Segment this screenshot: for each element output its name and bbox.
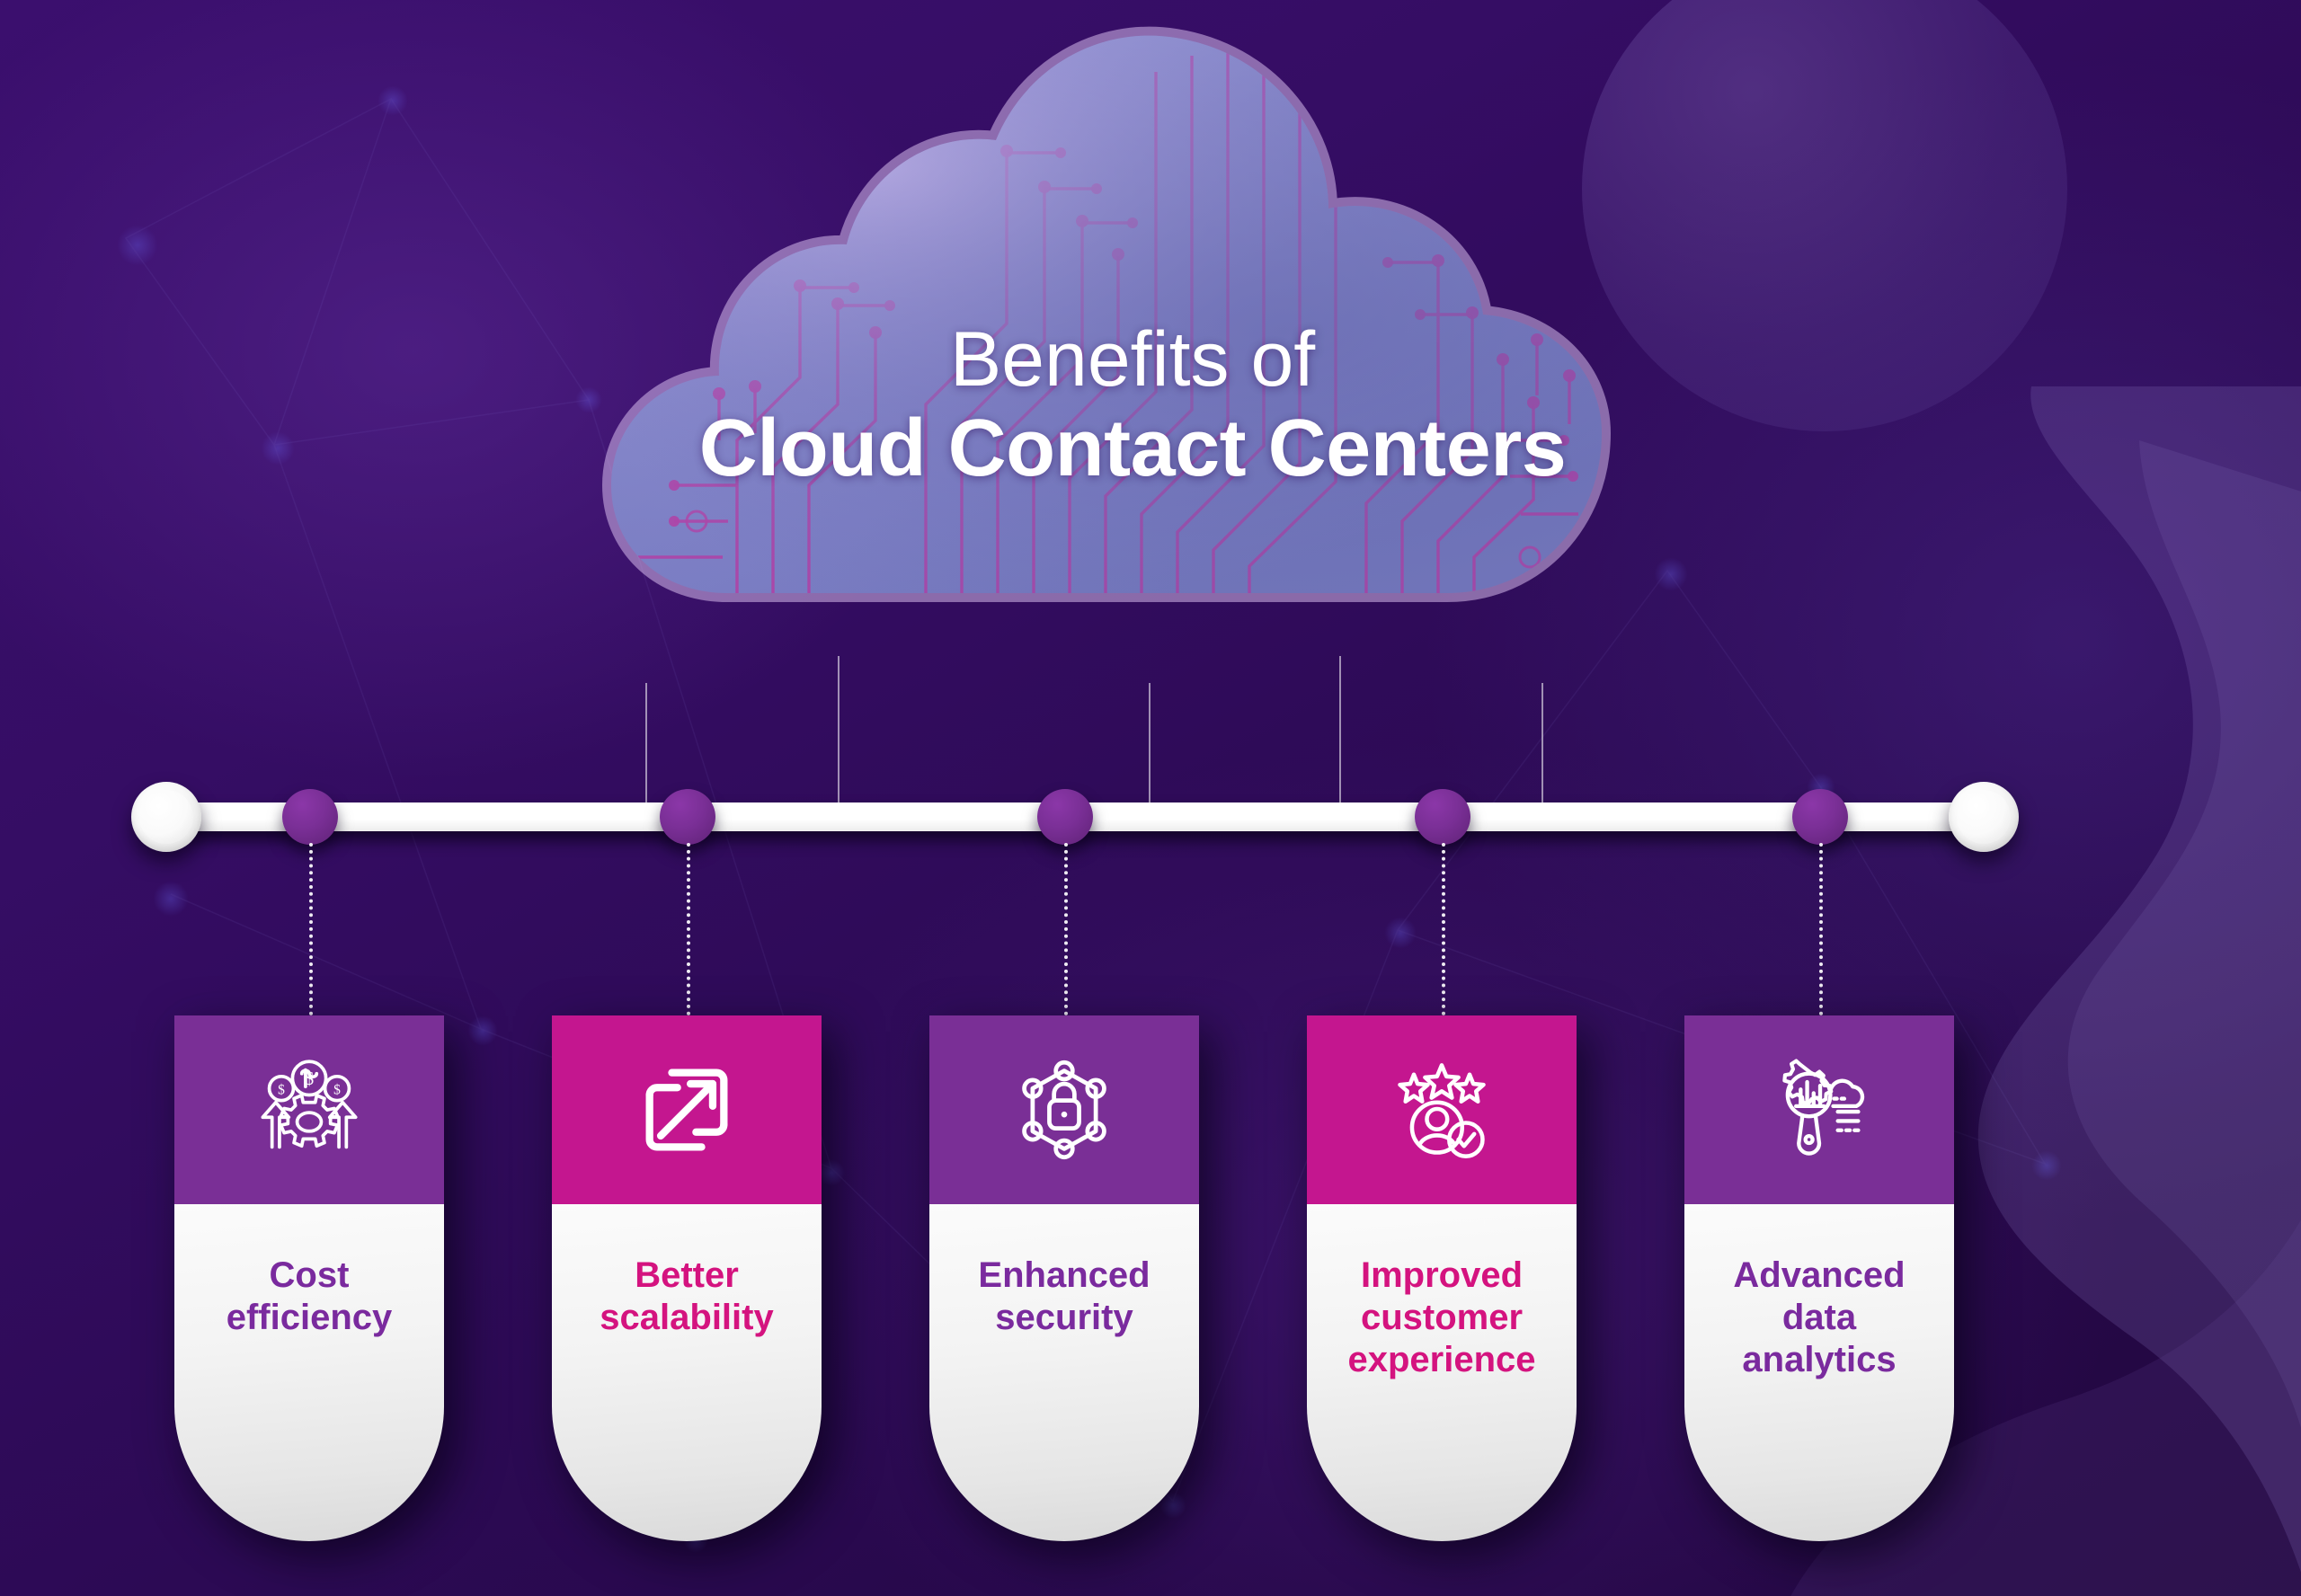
cloud-drop-line-1 [645,683,647,816]
card-label-2: Better scalability [600,1255,774,1338]
cost-efficiency-icon: $ $ $ [261,1060,358,1149]
card-header-4 [1307,1015,1577,1204]
timeline-tick-3 [1064,843,1068,1015]
card-body-4: Improved customer experience [1307,1204,1577,1541]
card-body-5: Advanced data analytics [1684,1204,1954,1541]
customer-experience-icon [1398,1063,1486,1158]
card-label-1: Cost efficiency [226,1255,393,1338]
cloud-graphic [503,18,1762,701]
cloud-drop-line-5 [1541,683,1543,816]
card-header-2 [552,1015,822,1204]
benefit-card-cost-efficiency[interactable]: $ $ $ Cost efficiency [174,1015,444,1541]
timeline-node-2[interactable] [660,789,715,845]
scalability-expand-icon [645,1068,728,1151]
card-label-3: Enhanced security [978,1255,1150,1338]
card-body-1: Cost efficiency [174,1204,444,1541]
timeline-tick-2 [687,843,690,1015]
card-header-1: $ $ $ [174,1015,444,1204]
card-label-5: Advanced data analytics [1733,1255,1906,1380]
security-lock-network-icon [1022,1060,1106,1160]
cloud-drop-line-3 [1149,683,1150,816]
timeline-node-3[interactable] [1037,789,1093,845]
card-label-4: Improved customer experience [1347,1255,1536,1380]
svg-text:$: $ [305,1069,314,1089]
timeline-node-1[interactable] [282,789,338,845]
card-body-2: Better scalability [552,1204,822,1541]
svg-text:$: $ [278,1082,285,1097]
card-header-3 [929,1015,1199,1204]
benefit-card-improved-customer-experience[interactable]: Improved customer experience [1307,1015,1577,1541]
benefit-card-enhanced-security[interactable]: Enhanced security [929,1015,1199,1541]
timeline-end-cap [1949,782,2019,852]
benefit-card-advanced-data-analytics[interactable]: Advanced data analytics [1684,1015,1954,1541]
timeline-start-cap [131,782,201,852]
decorative-wave-right [1977,386,2301,1573]
card-body-3: Enhanced security [929,1204,1199,1541]
cloud-drop-line-4 [1339,656,1341,816]
svg-text:$: $ [333,1082,341,1097]
timeline-tick-4 [1442,843,1445,1015]
data-analytics-icon [1782,1059,1865,1156]
card-header-5 [1684,1015,1954,1204]
timeline-tick-1 [309,843,313,1015]
timeline-node-5[interactable] [1792,789,1848,845]
cloud-drop-line-2 [838,656,840,816]
benefit-card-better-scalability[interactable]: Better scalability [552,1015,822,1541]
timeline-tick-5 [1819,843,1823,1015]
timeline-node-4[interactable] [1415,789,1470,845]
